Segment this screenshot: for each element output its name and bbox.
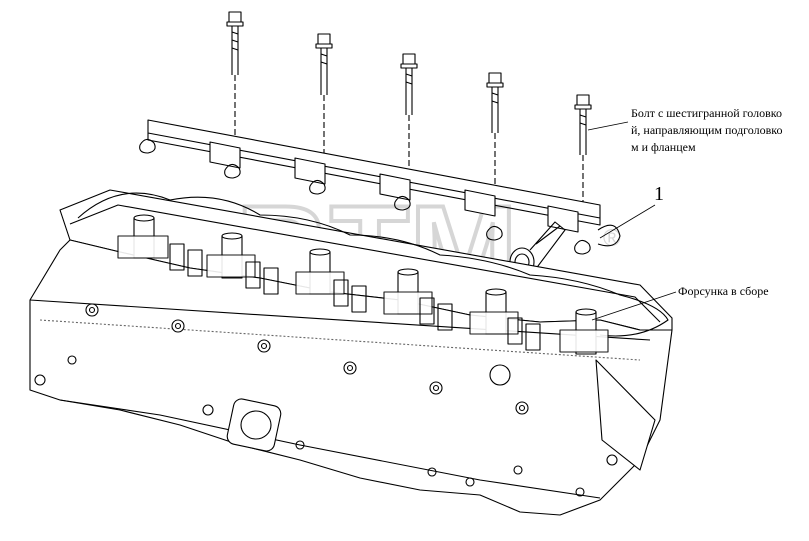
bolt-leader	[587, 121, 629, 131]
bolts	[226, 11, 592, 215]
watermark-registered-mark: ®	[603, 225, 621, 252]
injector-1	[117, 214, 169, 259]
valve-cover-gasket	[77, 192, 669, 337]
bolt-label-line-3: м и фланцем	[631, 140, 696, 154]
valve-springs	[169, 243, 541, 351]
bolt-label-line-2: й, направляющим подголовко	[631, 123, 783, 137]
bolt-label-line-1: Болт с шестигранной головко	[631, 106, 783, 120]
bolt-2	[315, 33, 333, 160]
bolt-3	[400, 53, 418, 178]
harness-leader	[599, 204, 656, 239]
bolt-1	[226, 11, 244, 145]
wiring-harness-rail	[139, 119, 621, 255]
bolt-label: Болт с шестигранной головко й, направляю…	[631, 105, 783, 156]
bolt-4	[486, 72, 504, 196]
injector-2	[206, 232, 256, 279]
leader-lines	[587, 121, 677, 321]
bolt-5	[574, 94, 592, 215]
injector-3	[295, 248, 345, 295]
callout-number: 1	[654, 183, 664, 205]
injector-label: Форсунка в сборе	[678, 284, 769, 298]
injector-5	[469, 288, 519, 335]
injectors	[117, 214, 609, 355]
injector-leader	[591, 291, 677, 321]
injector-6	[559, 308, 609, 355]
cylinder-head	[29, 189, 673, 516]
